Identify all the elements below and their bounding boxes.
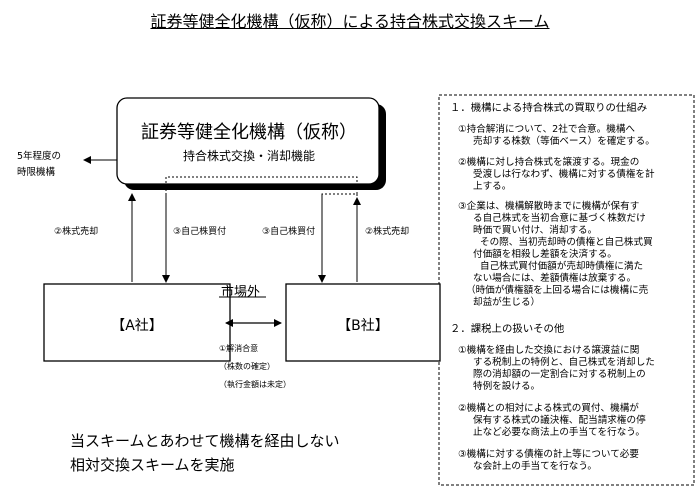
- bottom-note-line1: 当スキームとあわせて機構を経由しない: [70, 432, 340, 450]
- panel-heading-2: ２．課税上の扱いその他: [450, 323, 565, 335]
- time-limit-label-line2: 時限機構: [17, 167, 56, 178]
- panel-line: ない場合には、差額債権は放棄する。: [473, 273, 637, 284]
- time-limit-label-line1: 5年程度の: [17, 151, 62, 162]
- company-a-box: [43, 283, 231, 362]
- organization-function: 持合株式交換・消却機能: [182, 149, 315, 163]
- panel-line: 時価で買い付け、消却する。: [473, 225, 598, 236]
- buyback-label-right: ③自己株買付: [262, 227, 316, 237]
- panel-line: ①持合解消について、2社で合意。機構へ: [458, 124, 636, 135]
- panel-line: 際の消却額の一定割合に対する税制上の: [473, 369, 646, 380]
- organization-box: [116, 97, 380, 185]
- panel-line: する税制上の特例と、自己株式を消却した: [473, 357, 655, 368]
- panel-line: る自己株式を当初合意に基づく株数だけ: [473, 213, 646, 224]
- page-title: 証券等健全化機構（仮称）による持合株式交換スキーム: [150, 12, 550, 31]
- company-b-box: [285, 283, 441, 362]
- market-label: 市場外: [221, 285, 261, 300]
- panel-line: 止など必要な商法上の手当てを行なう。: [473, 427, 645, 438]
- panel-line: な会計上の手当てを行なう。: [473, 461, 597, 472]
- panel-line: ③機構に対する債権の計上等について必要: [458, 449, 639, 460]
- agreement-line2: （株数の確定）: [219, 362, 275, 371]
- company-a-label: 【A社】: [111, 318, 163, 334]
- panel-line: 特例を設ける。: [473, 381, 541, 392]
- internal-route-line-right: [321, 193, 358, 267]
- internal-route-line: [165, 176, 358, 267]
- panel-line: 保有する株式の議決権、配当請求権の停: [473, 415, 646, 426]
- panel-line: ②機構との相対による株式の買付、機構が: [458, 403, 639, 414]
- panel-heading-1: １．機構による持合株式の買取りの仕組み: [450, 102, 648, 114]
- sell-label-left: ②株式売却: [54, 227, 99, 237]
- panel-line: （時価が債権額を上回る場合には機構に売: [466, 285, 649, 296]
- panel-line: ②機構に対し持合株式を譲渡する。現金の: [458, 157, 640, 168]
- organization-name: 証券等健全化機構（仮称）: [141, 122, 357, 143]
- panel-line: 却益が生じる）: [473, 297, 541, 308]
- panel-line: 売却する株数（等価ベース）を確定する。: [473, 136, 655, 147]
- bottom-note-line2: 相対交換スキームを実施: [70, 456, 235, 474]
- buyback-label-left: ③自己株買付: [173, 227, 227, 237]
- panel-line: ①機構を経由した交換における譲渡益に関: [458, 345, 640, 356]
- panel-line: 上する。: [473, 181, 512, 192]
- panel-line: 自己株式買付価額が売却時債権に満た: [480, 261, 644, 272]
- sell-label-right: ②株式売却: [365, 227, 410, 237]
- panel-line: 付価額を相殺し差額を決済する。: [473, 249, 617, 260]
- agreement-line1: ①解消合意: [219, 344, 259, 353]
- panel-line: その際、当初売却時の債権と自己株式買: [480, 237, 653, 248]
- agreement-line3: （執行金額は未定）: [219, 380, 291, 389]
- panel-line: ③企業は、機構解散時までに機構が保有す: [458, 201, 640, 212]
- panel-line: 受渡しは行なわず、機構に対する債権を計: [473, 169, 655, 180]
- company-b-label: 【B社】: [337, 318, 389, 334]
